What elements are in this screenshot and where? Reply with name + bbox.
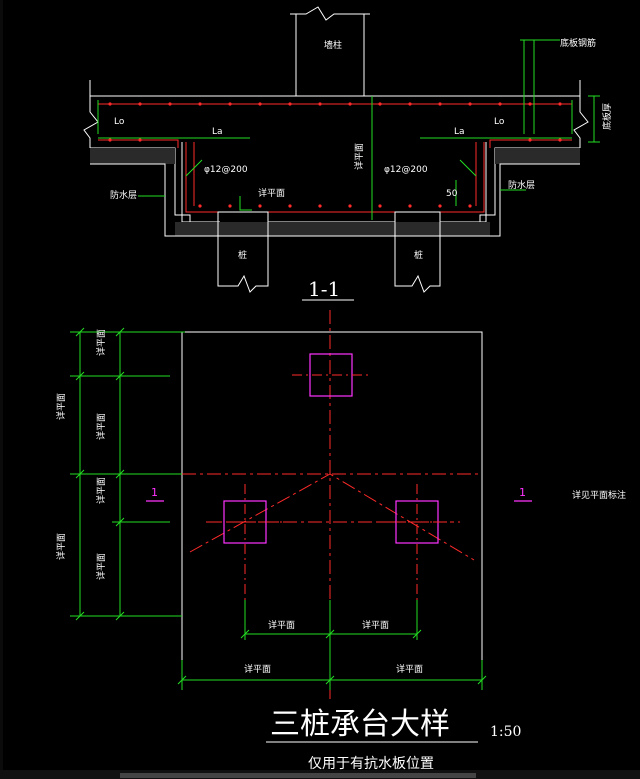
bottom-dim-1: 详平面	[244, 663, 271, 675]
plan-view: 详平面 详平面 详平面 详平面 详平面 详平面 详平面 详平面 详平面 详平面 …	[55, 310, 626, 700]
left-dim-3: 详平面	[95, 477, 107, 504]
rebar-dots	[108, 102, 562, 208]
bottom-rebar	[185, 142, 485, 213]
rebar-right-label: φ12@200	[384, 165, 428, 175]
drawing-scale: 1:50	[490, 724, 521, 740]
center-dim-1: 详平面	[268, 619, 295, 631]
center-dim-2: 详平面	[362, 619, 389, 631]
waterproof-right: 防水层	[508, 179, 535, 191]
bottom-rebar-label: 底板钢筋	[560, 37, 596, 49]
pile-right-label: 桩	[414, 249, 423, 261]
bedding-right	[495, 148, 580, 164]
la-right: La	[454, 127, 465, 137]
section-marker-right: 1	[519, 486, 526, 499]
bottom-dim-2: 详平面	[396, 663, 423, 675]
left-dim-2: 详平面	[95, 413, 107, 440]
section-marker-left: 1	[151, 486, 158, 499]
wall-label: 墙柱	[324, 39, 342, 51]
bedding-left	[90, 148, 175, 164]
wall-column: 墙柱	[290, 6, 370, 96]
dimension-50: 50	[446, 189, 458, 199]
la-left: La	[212, 127, 223, 137]
title-block: 三桩承台大样 1:50 仅用于有抗水板位置	[266, 707, 521, 772]
dimension-left	[70, 327, 185, 621]
left-edge	[0, 0, 3, 779]
rebar-left-label: φ12@200	[204, 165, 248, 175]
waterproof-left: 防水层	[110, 189, 137, 201]
section-view: 墙柱	[83, 6, 613, 301]
horizontal-scrollbar[interactable]	[0, 770, 640, 779]
section-annotations	[97, 39, 600, 220]
see-plan-middle: 详平面	[258, 187, 285, 199]
pile-cap-outline	[181, 331, 483, 681]
section-mark: 1-1	[308, 277, 340, 301]
slab-thickness-label: 底板厚	[601, 103, 613, 130]
pile-left-label: 桩	[238, 249, 247, 261]
axis-diagonals	[189, 473, 475, 561]
dimension-bottom	[177, 600, 487, 690]
bedding-bottom	[175, 222, 490, 236]
drawing-title: 三桩承台大样	[270, 707, 450, 742]
pile-left: 桩	[217, 211, 269, 293]
drawing-subtitle: 仅用于有抗水板位置	[308, 756, 434, 772]
left-dim-4: 详平面	[95, 553, 107, 580]
outer-left-dim-2: 详平面	[55, 533, 67, 560]
see-plan-vertical: 详平面	[353, 143, 365, 170]
lo-right: Lo	[494, 117, 505, 127]
note-right: 详见平面标注	[572, 489, 626, 501]
outer-left-dim-1: 详平面	[55, 393, 67, 420]
lo-left: Lo	[114, 117, 125, 127]
left-dim-1: 详平面	[95, 329, 107, 356]
pile-right: 桩	[394, 211, 441, 293]
scrollbar-thumb[interactable]	[120, 773, 476, 778]
